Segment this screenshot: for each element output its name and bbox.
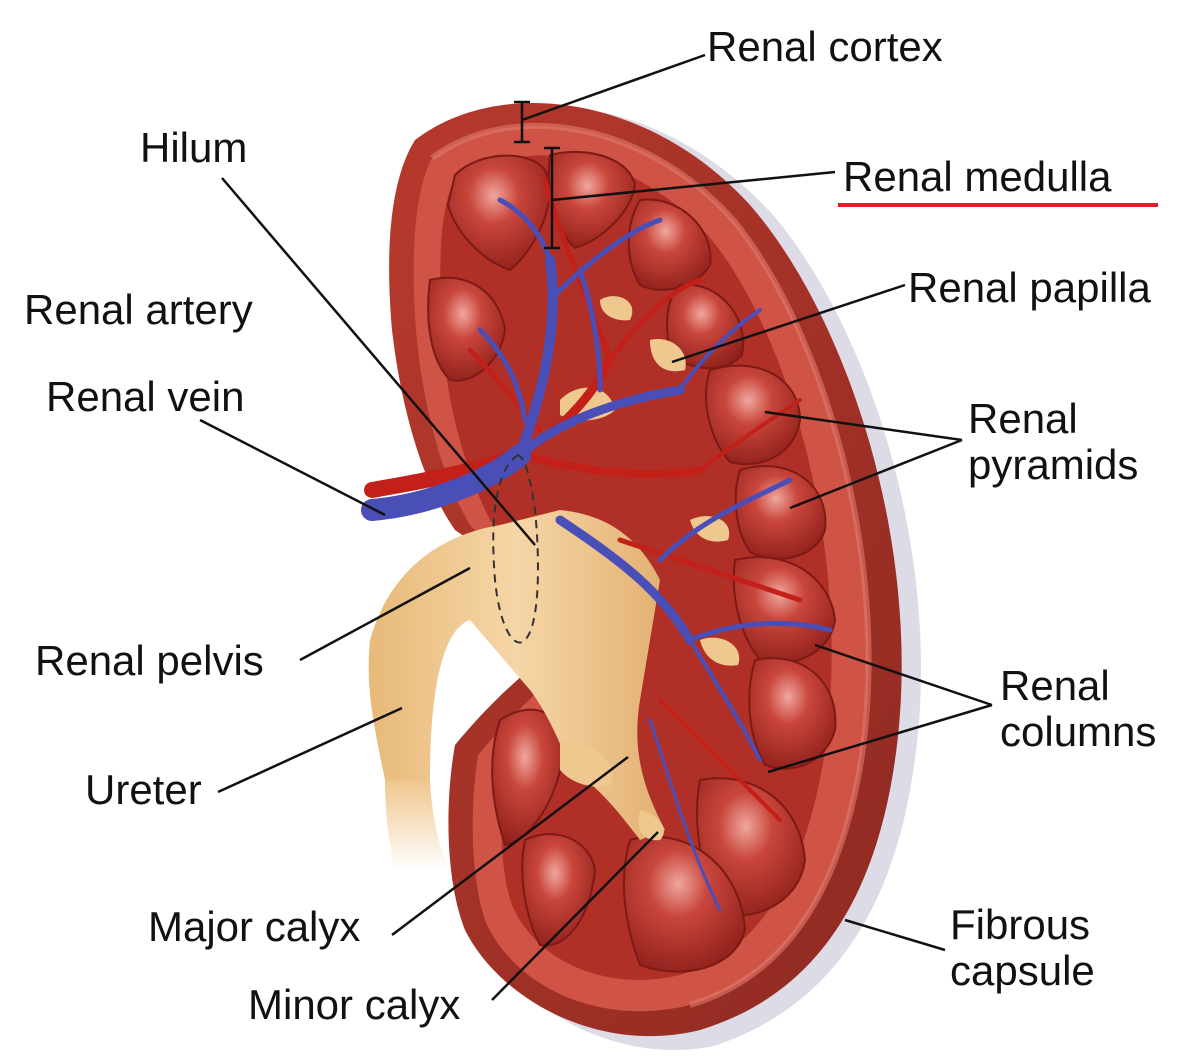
leader-ureter — [217, 706, 403, 794]
label-renal-columns: Renal columns — [1000, 662, 1157, 755]
leader-renal-columns-2 — [767, 703, 993, 774]
label-major-calyx: Major calyx — [148, 903, 361, 950]
leader-renal-pelvis — [299, 566, 471, 662]
label-fibrous-capsule: Fibrous capsule — [950, 901, 1095, 994]
leader-renal-columns-1 — [814, 643, 993, 707]
label-ureter: Ureter — [85, 766, 202, 813]
leader-renal-pyramids-2 — [789, 438, 963, 510]
leader-hilum — [221, 177, 536, 546]
leader-major-calyx — [391, 756, 629, 936]
renal-pelvis-shape — [368, 296, 740, 870]
leader-renal-vein — [199, 418, 386, 517]
leader-renal-cortex — [521, 53, 706, 122]
label-renal-artery: Renal artery — [24, 286, 253, 333]
label-minor-calyx: Minor calyx — [248, 981, 461, 1028]
label-renal-pyramids: Renal pyramids — [968, 395, 1139, 488]
leader-renal-papilla — [671, 283, 906, 364]
label-renal-medulla: Renal medulla — [843, 153, 1112, 200]
label-renal-papilla: Renal papilla — [908, 264, 1151, 311]
leader-fibrous-capsule — [844, 918, 946, 952]
label-renal-pelvis: Renal pelvis — [35, 637, 264, 684]
leader-renal-medulla — [551, 170, 836, 202]
label-renal-cortex: Renal cortex — [707, 23, 943, 70]
leader-minor-calyx — [491, 831, 659, 1001]
leader-renal-pyramids-1 — [764, 410, 963, 442]
measurement-brackets — [514, 100, 560, 250]
label-hilum: Hilum — [140, 124, 248, 171]
leader-lines — [199, 53, 993, 1001]
label-renal-vein: Renal vein — [46, 373, 245, 420]
